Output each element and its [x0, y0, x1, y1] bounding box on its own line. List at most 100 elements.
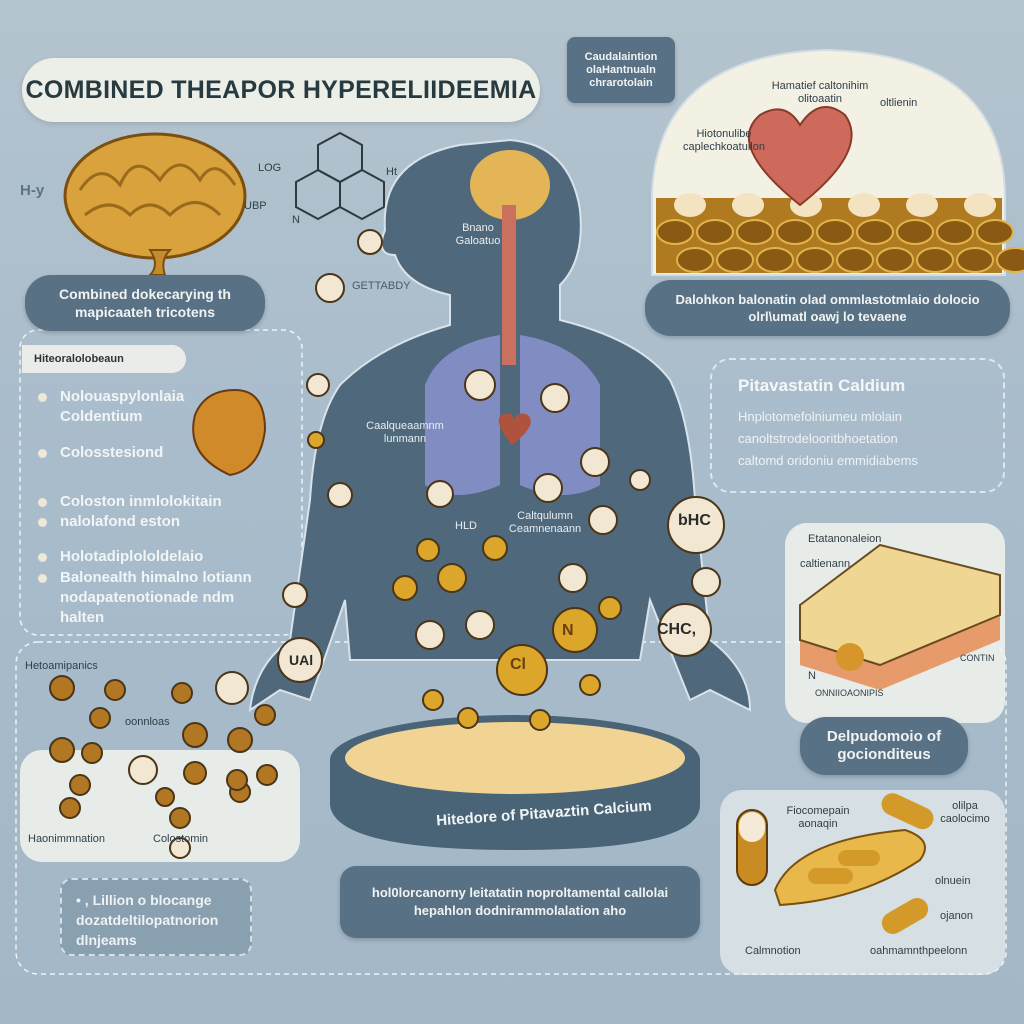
dome-caption: Dalohkon balonatin olad ommlastotmlaio d… [645, 280, 1010, 336]
cell-shape [906, 193, 938, 217]
atom-label: bHC [678, 512, 711, 529]
chem-label: LOG [258, 162, 282, 174]
cell-shape [876, 247, 914, 273]
chem-label: UBP [244, 200, 267, 212]
bullet-item: Nolouaspylonlaia Coldentium [38, 387, 190, 427]
atom-label: Cl [510, 656, 526, 673]
cell-shape [996, 247, 1024, 273]
info-pill: Combined dokecarying th mapicaateh trico… [25, 275, 265, 331]
pill-label: olilpa caolocimo [940, 800, 990, 825]
cell-shape [836, 247, 874, 273]
cell-shape [696, 219, 734, 245]
atom-node [104, 679, 126, 701]
bullet-item: Colosstesiond [37, 444, 164, 461]
page-title: COMBINED THEAPOR HYPERELIIDEEMIA [22, 58, 540, 122]
pill-label: ojanon [940, 910, 974, 922]
atom-node [482, 535, 508, 561]
atom-node [128, 755, 158, 785]
atom-node [457, 707, 479, 729]
cell-layer-cells [656, 193, 1024, 273]
cell-shape [756, 247, 794, 273]
cell-shape [732, 193, 764, 217]
atom-node [155, 787, 175, 807]
tissue-label: N [808, 670, 816, 682]
atom-node [465, 610, 495, 640]
atom-node [629, 469, 651, 491]
trachea-icon [502, 205, 516, 365]
cell-shape [776, 219, 814, 245]
cell-shape [856, 219, 894, 245]
bottom-left-box: • , Lillion o blocange dozatdeltilopatno… [60, 878, 252, 956]
atom-node [552, 607, 598, 653]
bullet-item: nalolafond eston [38, 513, 180, 530]
atom-label: CHC, [657, 621, 697, 638]
dome-label: oltlienin [880, 97, 918, 109]
body-label: Caalqueaamnm lunmann [366, 420, 444, 445]
callout-box: Caudalaintion olaHantnualn chrarotolain [567, 37, 675, 103]
cell-shape [916, 247, 954, 273]
atom-node [464, 369, 496, 401]
atom-node [315, 273, 345, 303]
atom-node [580, 447, 610, 477]
cell-shape [936, 219, 974, 245]
cell-shape [656, 219, 694, 245]
anatomical-heart-icon [192, 388, 267, 477]
atom-node [327, 482, 353, 508]
left-frame [19, 329, 303, 636]
atom-node [426, 480, 454, 508]
atom-node [256, 764, 278, 786]
hexagon-molecule-icon [295, 131, 385, 221]
body-label: Bnano Galoatuo [455, 222, 501, 247]
atom-node [437, 563, 467, 593]
atom-node [69, 774, 91, 796]
pitavastatin-line: Hnplotomefolniumeu mlolain [738, 409, 903, 424]
atom-node [579, 674, 601, 696]
bottom-left-label: oonnloas [125, 716, 170, 728]
atom-node [59, 797, 81, 819]
tissue-block-icon [799, 543, 1001, 690]
cell-shape [896, 219, 934, 245]
body-label: HLD [455, 520, 478, 532]
molecule-atoms [49, 229, 725, 859]
atom-node [357, 229, 383, 255]
atom-node [422, 689, 444, 711]
bottom-left-label: Haonimmnation [28, 833, 106, 845]
cell-shape [796, 247, 834, 273]
chem-label: Ht [386, 166, 397, 178]
atom-node [215, 671, 249, 705]
tissue-label: caltienann [800, 558, 851, 570]
pitavastatin-heading: Pitavastatin Caldium [738, 376, 906, 395]
pitavastatin-line: caltomd oridoniu emmidiabems [738, 453, 918, 468]
body-label: Caltqulumn Ceamnenaann [508, 510, 582, 535]
atom-node [392, 575, 418, 601]
atom-node [415, 620, 445, 650]
capsules-icon [736, 793, 934, 934]
brain-icon [63, 132, 247, 276]
cell-shape [816, 219, 854, 245]
pill-label: Fiocomepain aonaqin [786, 805, 850, 830]
tissue-caption: Delpudomoio of gocionditeus [800, 717, 968, 775]
atom-node [183, 761, 207, 785]
cell-shape [964, 193, 996, 217]
pitavastatin-line: canoltstrodelooritbhoetation [738, 431, 898, 446]
atom-node [89, 707, 111, 729]
atom-node [540, 383, 570, 413]
petri-dish-icon [330, 715, 700, 850]
bottom-left-label: Colostomin [153, 833, 209, 845]
atom-node [598, 596, 622, 620]
bullet-item: Coloston inmlolokitain [38, 493, 222, 510]
atom-node [282, 582, 308, 608]
atom-node [307, 431, 325, 449]
tissue-label: ONNIIOAONIPIS [815, 688, 884, 698]
atom-node [658, 603, 712, 657]
left-panel-header: Hiteoralolobeaun [22, 345, 186, 373]
pitavastatin-box: Pitavastatin Caldium Hnplotomefolniumeu … [710, 358, 1005, 493]
atom-node [496, 644, 548, 696]
atom-node [691, 567, 721, 597]
atom-node [49, 675, 75, 701]
atom-node [182, 722, 208, 748]
dish-caption: hol0lorcanorny leitatatin noproltamental… [340, 866, 700, 938]
brain-in-body-icon [470, 150, 550, 220]
bullet-item: Holotadiplololdelaio [37, 548, 204, 565]
